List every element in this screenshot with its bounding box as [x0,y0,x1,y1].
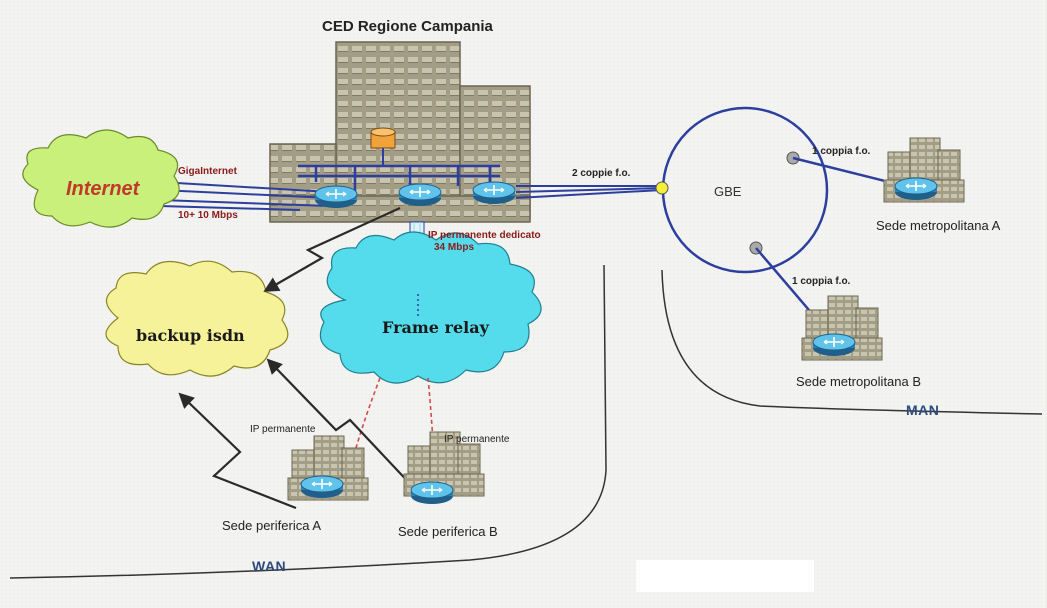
isdn-link-branch-b [266,358,415,489]
building-metro-a [883,137,965,203]
fr-link-branch-a [349,377,381,471]
internet-cloud [22,129,180,228]
backup-isdn-label: backup isdn [136,326,245,345]
isdn-link-ced [263,206,401,292]
building-metro-b [801,295,883,361]
frame-relay-cloud [319,231,542,384]
frame-relay-label: Frame relay [382,318,489,337]
ip-perm-a-label: IP permanente [250,424,316,435]
man-label: MAN [906,402,940,418]
man-boundary [661,269,1043,415]
gigainternet-label: GigaInternet [178,166,237,177]
backup-isdn-cloud [105,260,289,377]
gbe-label: GBE [714,184,742,199]
ced-router-gbe-icon [472,181,516,205]
site-metro-a-label: Sede metropolitana A [876,218,1001,233]
lan-bus [298,164,500,196]
fiber-metro-a-label: 1 coppia f.o. [812,146,871,157]
gbe-uplink [515,185,663,199]
internet-cloud-label: Internet [66,178,140,200]
ip-perm-b-label: IP permanente [444,434,510,445]
wan-boundary [9,264,607,579]
ip-dedicated-speed-label: 34 Mbps [434,242,475,253]
database-icon [370,127,396,166]
fiber-metro-b-label: 1 coppia f.o. [792,276,851,287]
isdn-link-branch-a [178,392,297,510]
ced-router-internet-icon [314,185,358,209]
blank-area [636,560,814,592]
wan-label: WAN [252,558,287,574]
gbe-node-ced [655,181,669,195]
internet-speed-label: 10+ 10 Mbps [178,210,238,221]
site-branch-b-label: Sede periferica B [398,524,498,539]
ip-dedicated-label: IP permanente dedicato [428,230,541,241]
internet-links [159,181,331,211]
fibers-two-label: 2 coppie f.o. [572,168,631,179]
gbe-ring [661,106,829,274]
page-title: CED Regione Campania [322,18,493,35]
site-branch-a-label: Sede periferica A [222,518,322,533]
site-metro-b-label: Sede metropolitana B [796,374,922,389]
ced-router-core-icon [398,183,442,207]
